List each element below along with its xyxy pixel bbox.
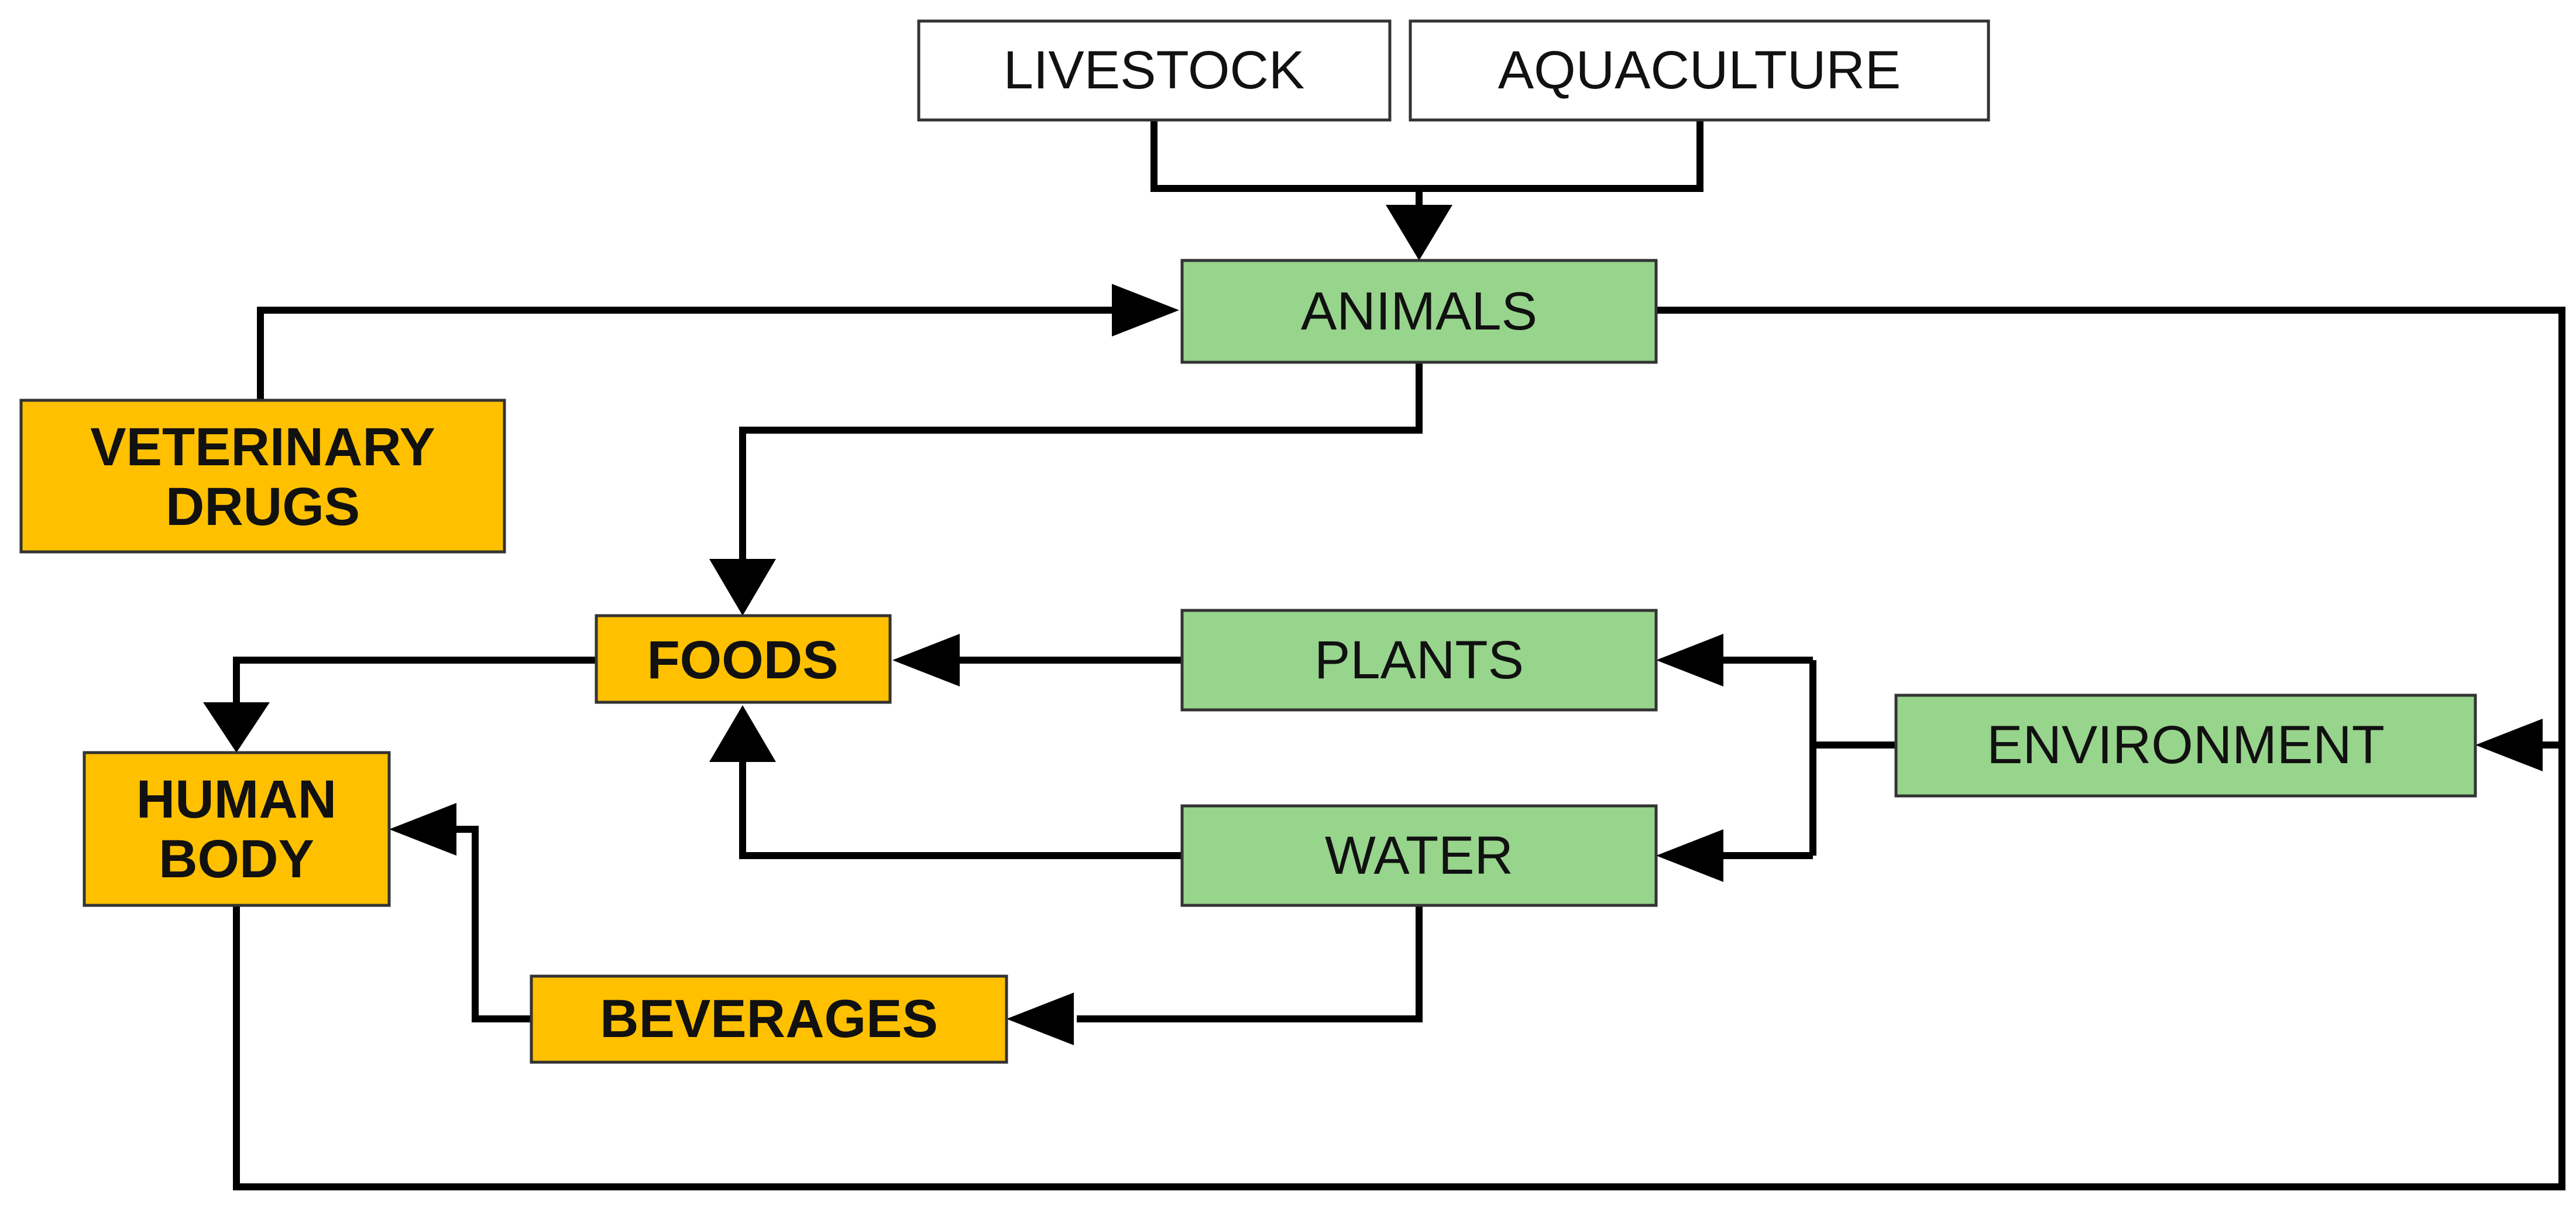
node-water-box (1180, 804, 1658, 907)
edge-water-to-foods (739, 755, 1182, 859)
node-veterinary-drugs: VETERINARY DRUGS (19, 399, 506, 554)
node-human-body-box (83, 751, 391, 907)
arrowhead-into-foods-top (709, 559, 776, 616)
node-environment-box (1894, 694, 2477, 798)
arrowhead-into-beverages (1007, 993, 1074, 1045)
node-foods: FOODS (595, 614, 892, 704)
edge-animals-to-environment (1656, 307, 2565, 745)
arrowhead-into-foods-bottom (709, 705, 776, 762)
node-animals: ANIMALS (1180, 259, 1658, 364)
node-livestock: LIVESTOCK (917, 19, 1392, 122)
node-human-body-label-line2: BODY (159, 829, 314, 889)
node-plants: PLANTS (1180, 609, 1658, 712)
node-beverages-label: BEVERAGES (600, 989, 938, 1049)
arrowhead-into-human-body-top (203, 702, 270, 753)
edge-water-to-beverages (1077, 905, 1423, 1022)
edge-aquaculture-to-animals (1419, 120, 1703, 192)
node-human-body: HUMAN BODY (83, 751, 391, 907)
node-animals-label: ANIMALS (1301, 281, 1537, 341)
node-aquaculture: AQUACULTURE (1409, 19, 1990, 122)
arrowhead-into-water (1656, 829, 1723, 882)
node-animals-box (1180, 259, 1658, 364)
arrowhead-into-plants (1656, 634, 1723, 686)
node-foods-box (595, 614, 892, 704)
node-beverages-box (530, 974, 1008, 1064)
node-veterinary-drugs-label-line1: VETERINARY (90, 417, 435, 477)
edge-veterinary-drugs-to-animals (257, 307, 1115, 400)
arrowheads (203, 205, 2543, 1045)
node-livestock-label: LIVESTOCK (1004, 40, 1305, 100)
node-veterinary-drugs-box (19, 399, 506, 554)
edge-livestock-to-animals (1150, 120, 1423, 222)
arrowhead-into-human-body-right (389, 803, 456, 856)
arrowhead-into-foods-right (892, 634, 960, 686)
node-human-body-label-line1: HUMAN (136, 770, 336, 829)
arrowhead-into-animals-top (1386, 205, 1452, 260)
edge-animals-to-foods (739, 362, 1423, 574)
edge-environment-to-plants-and-water (1720, 657, 1896, 859)
node-aquaculture-box (1409, 19, 1990, 122)
node-plants-box (1180, 609, 1658, 712)
node-water: WATER (1180, 804, 1658, 907)
node-water-label: WATER (1325, 826, 1513, 885)
node-environment: ENVIRONMENT (1894, 694, 2477, 798)
node-environment-label: ENVIRONMENT (1987, 715, 2385, 775)
edge-beverages-to-human-body (456, 826, 531, 1022)
node-foods-label: FOODS (647, 630, 838, 690)
node-beverages: BEVERAGES (530, 974, 1008, 1064)
node-aquaculture-label: AQUACULTURE (1498, 40, 1901, 100)
node-veterinary-drugs-label-line2: DRUGS (166, 477, 360, 537)
edge-human-body-to-environment (233, 741, 2565, 1190)
arrowhead-into-environment (2475, 719, 2543, 771)
nodes: LIVESTOCK AQUACULTURE ANIMALS VETERINARY… (19, 19, 2477, 1064)
node-plants-label: PLANTS (1314, 630, 1524, 690)
edge-foods-to-human-body (233, 657, 596, 724)
arrowhead-into-animals-left (1112, 284, 1179, 337)
node-livestock-box (917, 19, 1392, 122)
